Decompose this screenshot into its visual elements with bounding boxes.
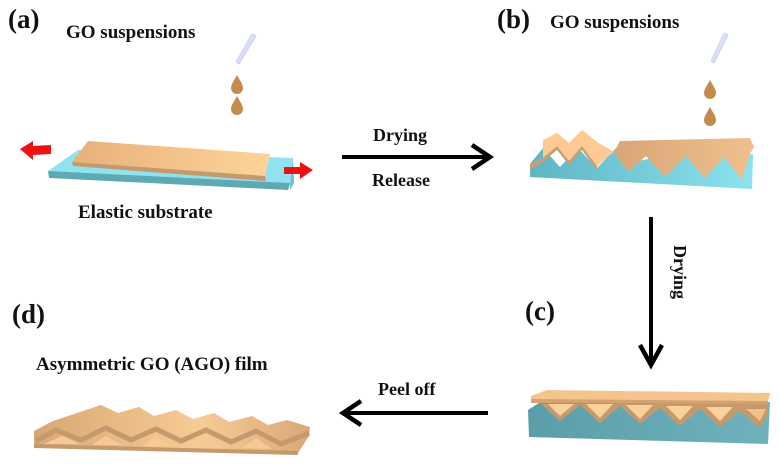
panel-label-a: (a) (8, 4, 40, 34)
droplet-icon (704, 80, 716, 99)
droplet-icon (704, 107, 716, 126)
pipette-b (710, 32, 729, 64)
droplet-icon (231, 75, 243, 94)
process-arrow-right (342, 143, 495, 171)
panel-label-b: (b) (497, 4, 530, 34)
wrinkled-substrate-b (530, 130, 754, 189)
elastic-substrate-label: Elastic substrate (78, 202, 213, 223)
panel-label-c: (c) (525, 296, 555, 326)
go-film-a (72, 141, 270, 181)
panel-label-d: (d) (12, 299, 45, 329)
ago-film-label: Asymmetric GO (AGO) film (36, 354, 268, 375)
process-arrow-down (638, 217, 664, 370)
ago-film (34, 405, 310, 455)
go-suspensions-label-a: GO suspensions (66, 22, 196, 43)
step-release-label: Release (372, 170, 430, 190)
stretch-arrow-left-icon (20, 141, 51, 160)
stretch-arrow-right-icon (284, 162, 313, 179)
go-suspensions-label-b: GO suspensions (550, 12, 680, 33)
step-peel-off-label: Peel off (378, 379, 436, 399)
step-drying-label: Drying (373, 125, 427, 145)
droplet-icon (231, 96, 243, 115)
process-arrow-left (338, 399, 488, 427)
go-film-c-with-wrinkles (531, 390, 770, 428)
pipette-a (235, 33, 257, 65)
